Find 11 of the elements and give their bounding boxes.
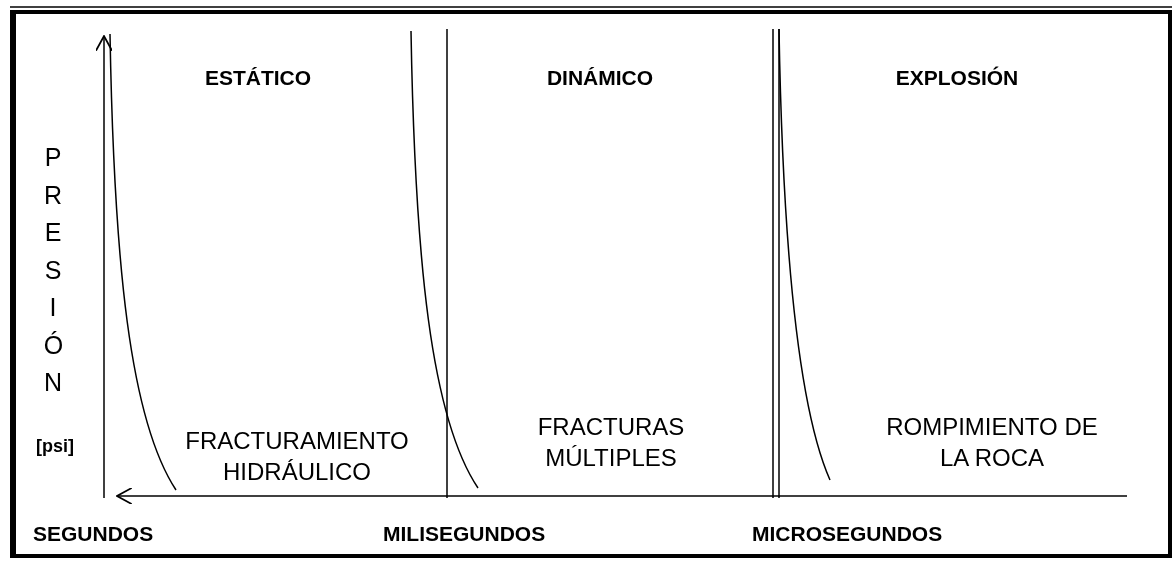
time-scale-label: MICROSEGUNDOS bbox=[752, 522, 943, 547]
axis-title: PRESIÓN bbox=[43, 142, 63, 398]
unit-label: [psi] bbox=[36, 436, 74, 457]
region-title: EXPLOSIÓN bbox=[895, 66, 1019, 91]
time-scale-label: MILISEGUNDOS bbox=[383, 522, 546, 547]
time-scale-label: SEGUNDOS bbox=[33, 522, 154, 547]
region-description: ROMPIMIENTO DE LA ROCA bbox=[885, 412, 1099, 474]
region-description: FRACTURAS MÚLTIPLES bbox=[536, 412, 686, 474]
region-title: DINÁMICO bbox=[546, 66, 654, 91]
region-title: ESTÁTICO bbox=[204, 66, 312, 91]
region-description: FRACTURAMIENTO HIDRÁULICO bbox=[184, 426, 410, 488]
